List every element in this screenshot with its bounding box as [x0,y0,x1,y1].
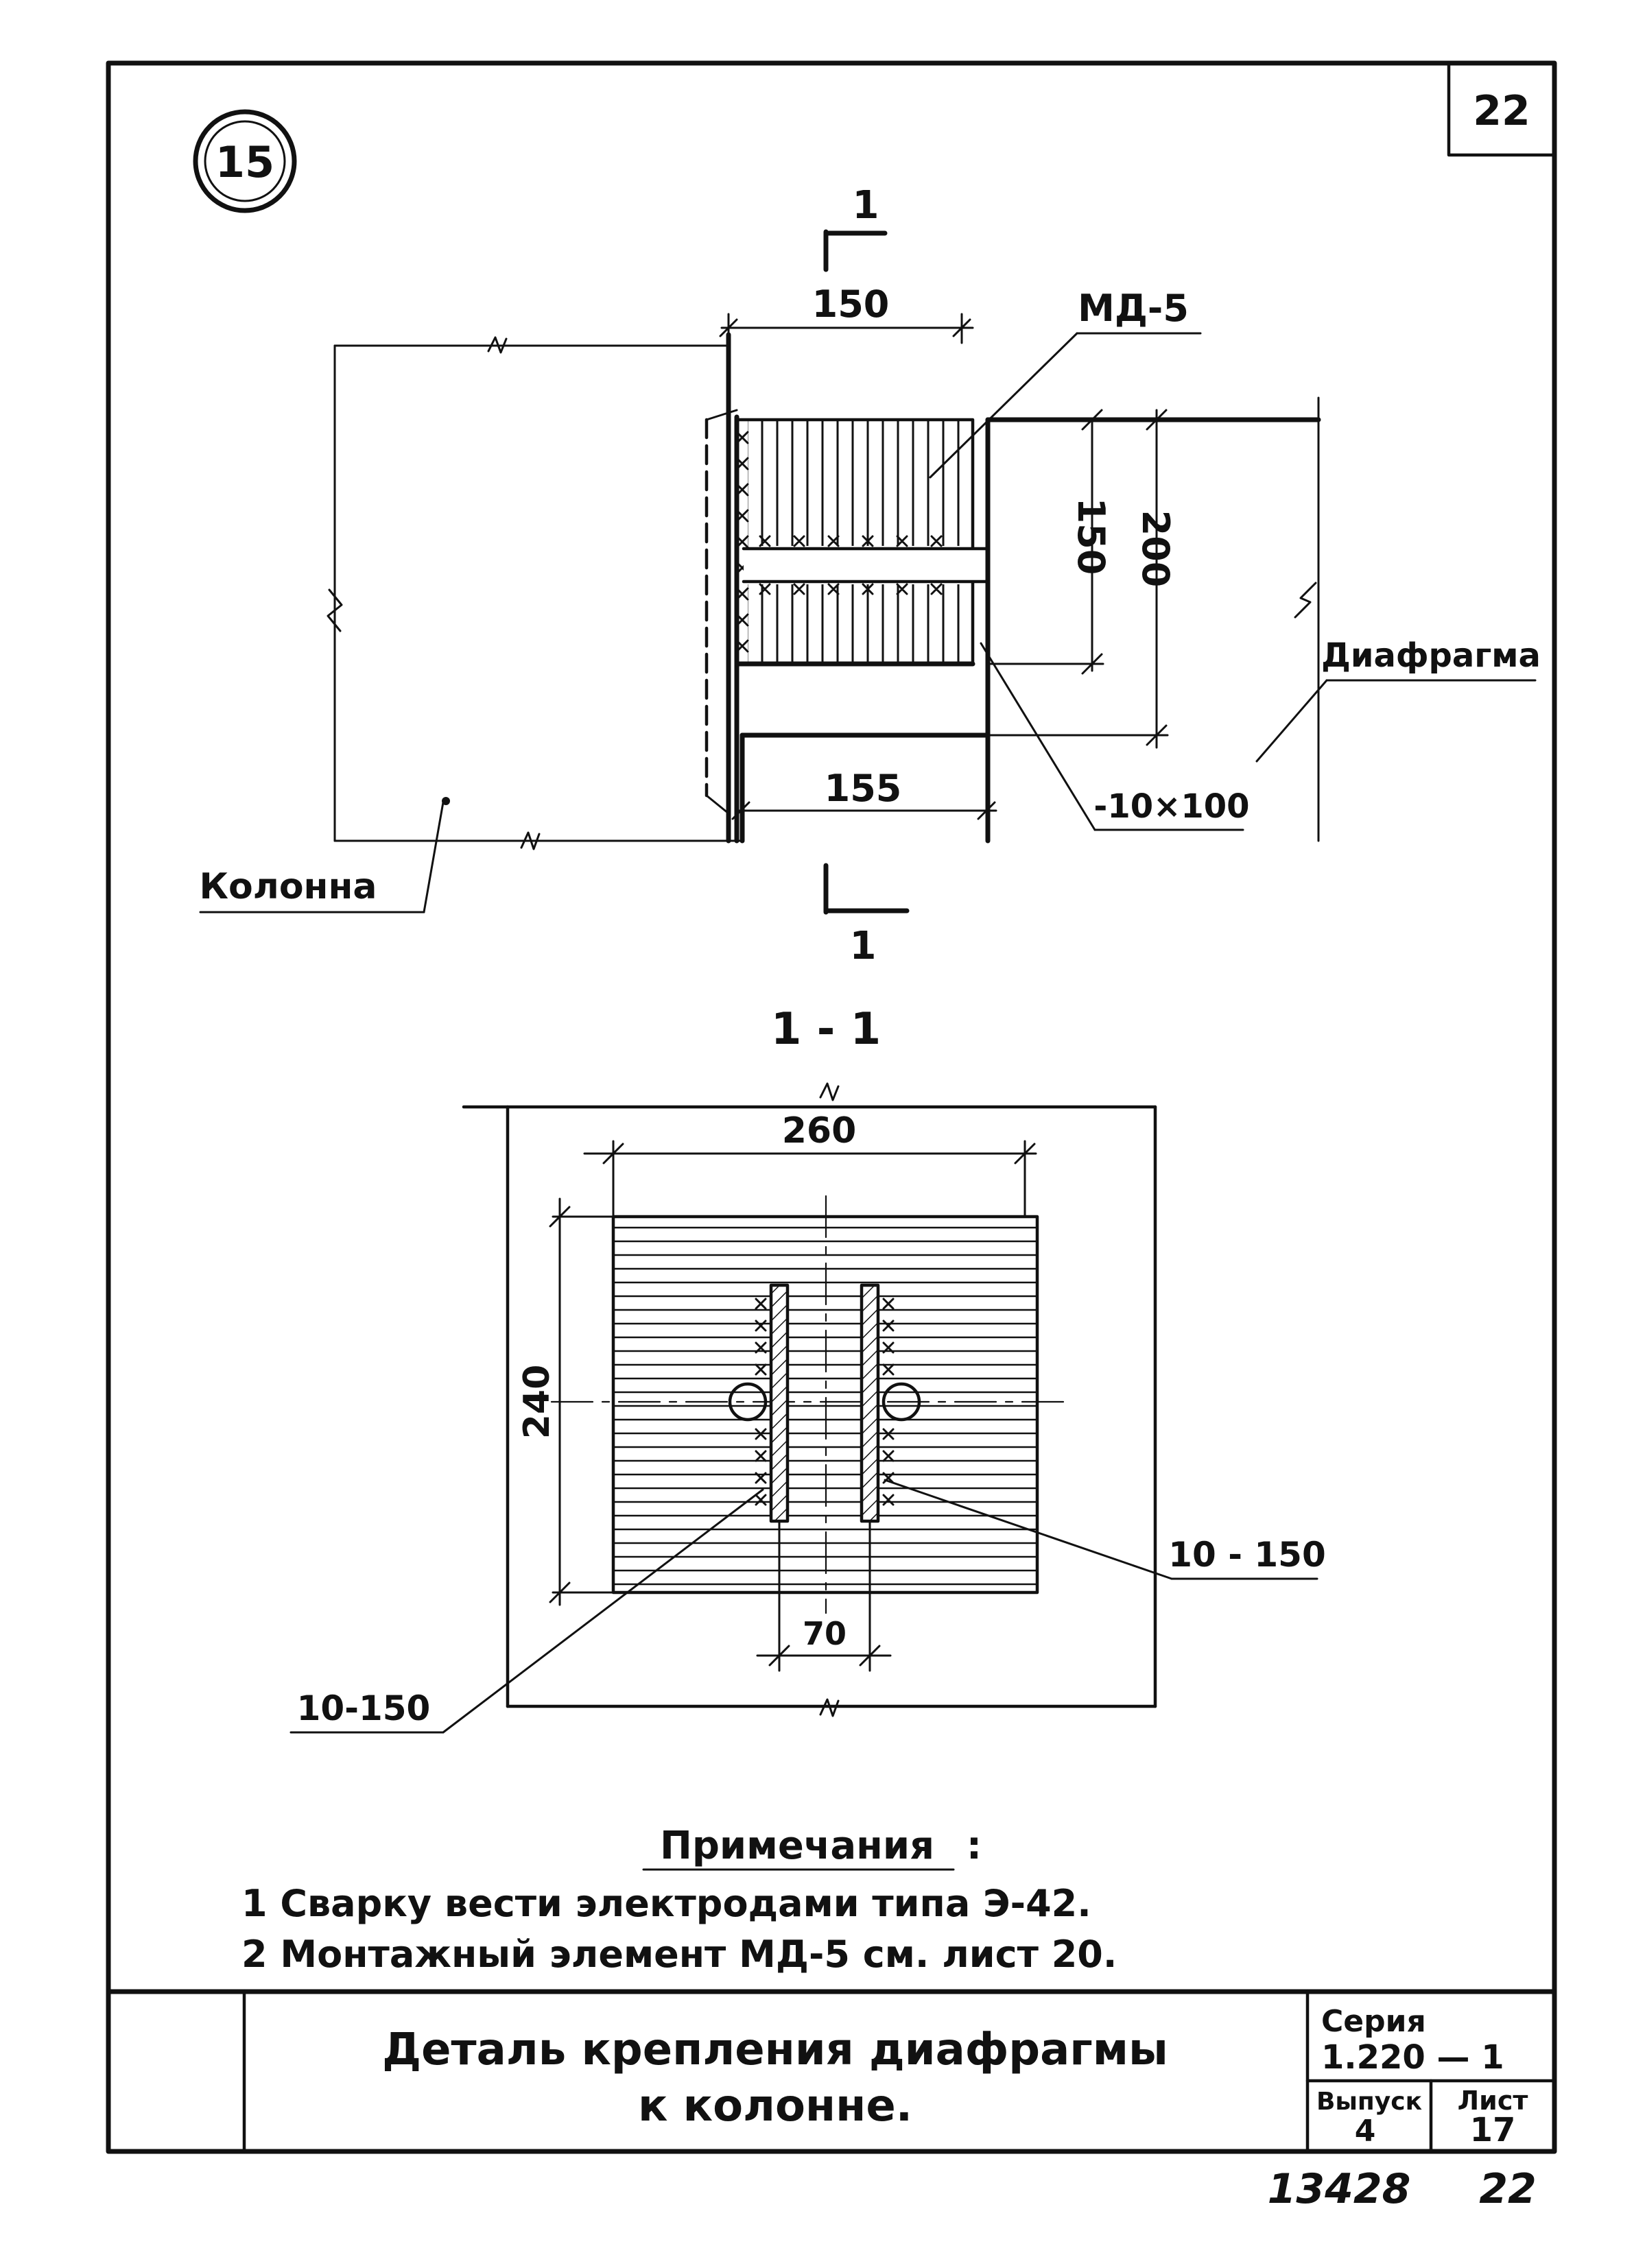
column-extent-lines [327,336,741,850]
notes-heading: Примечания [660,1824,934,1868]
dim-260-label: 260 [782,1110,857,1151]
note-item-1: 1 Сварку вести электродами типа Э-42. [241,1882,1091,1925]
leader-weld-left [289,1488,764,1734]
notes-block: Примечания : 1 Сварку вести электродами … [241,1824,1117,1976]
detail-number-circle [193,109,297,213]
dim-155-label: 155 [825,767,902,810]
dim-200-vertical [986,409,1169,749]
md5-embedded-element [734,418,975,667]
dim-240 [549,1197,615,1606]
section-weld-marks [755,1298,895,1506]
dim-155 [731,801,997,820]
section-title: 1 - 1 [771,1004,881,1055]
section-cut-number-bottom: 1 [850,924,877,968]
corner-sheet-number: 22 [1473,87,1530,135]
title-line-1: Деталь крепления диафрагмы [382,2025,1168,2075]
section-cut-top [823,229,888,272]
stamp-number: 13428 [1268,2165,1411,2213]
connection-plate [742,535,996,595]
dim-240-label: 240 [517,1365,558,1440]
column-weld-marks [735,431,749,653]
label-md5: МД-5 [1078,287,1189,330]
label-weld-left: 10-150 [297,1688,431,1728]
sheet-value: 17 [1470,2111,1516,2149]
section-cut-number-top: 1 [853,183,879,228]
leader-plate [980,642,1244,831]
section-cut-bottom [823,863,910,915]
column-face [705,332,739,844]
section-view: 260 240 70 10 - 150 10 [289,1082,1326,1734]
issue-value: 4 [1355,2114,1376,2149]
dim-70 [756,1520,892,1672]
leader-diaphragm [1255,679,1537,763]
dim-260 [583,1140,1037,1218]
label-plate: -10×100 [1093,787,1249,826]
dim-150-label: 150 [812,283,890,326]
detail-number: 15 [215,137,274,187]
label-weld-right: 10 - 150 [1168,1535,1326,1575]
plan-view: 1 1 [199,183,1541,968]
dim-150-vertical-label: 150 [1069,498,1113,575]
label-column: Колонна [200,866,377,907]
leader-md5 [929,332,1202,479]
dim-70-label: 70 [803,1615,847,1652]
dim-200-vertical-label: 200 [1134,510,1177,588]
section-holes [728,1382,921,1422]
note-item-2: 2 Монтажный элемент МД-5 см. лист 20. [241,1933,1117,1976]
dim-150-vertical [986,409,1104,675]
leader-column [199,797,450,914]
dim-150-horizontal [719,313,974,344]
leader-weld-right [884,1479,1318,1580]
series-label: Серия [1321,2004,1426,2039]
title-block [106,1989,1557,2153]
issue-label: Выпуск [1316,2088,1422,2116]
title-line-2: к колонне. [638,2081,912,2132]
section-ribs [769,1283,880,1523]
diaphragm-outline [739,396,1321,844]
notes-heading-colon: : [967,1824,982,1868]
footer-page-number: 22 [1479,2165,1537,2213]
sheet-label: Лист [1458,2086,1528,2116]
series-value: 1.220 — 1 [1321,2038,1504,2077]
section-centerlines [550,1195,1072,1614]
sheet-frame [106,60,1557,2154]
label-diaphragm: Диафрагма [1321,636,1541,675]
